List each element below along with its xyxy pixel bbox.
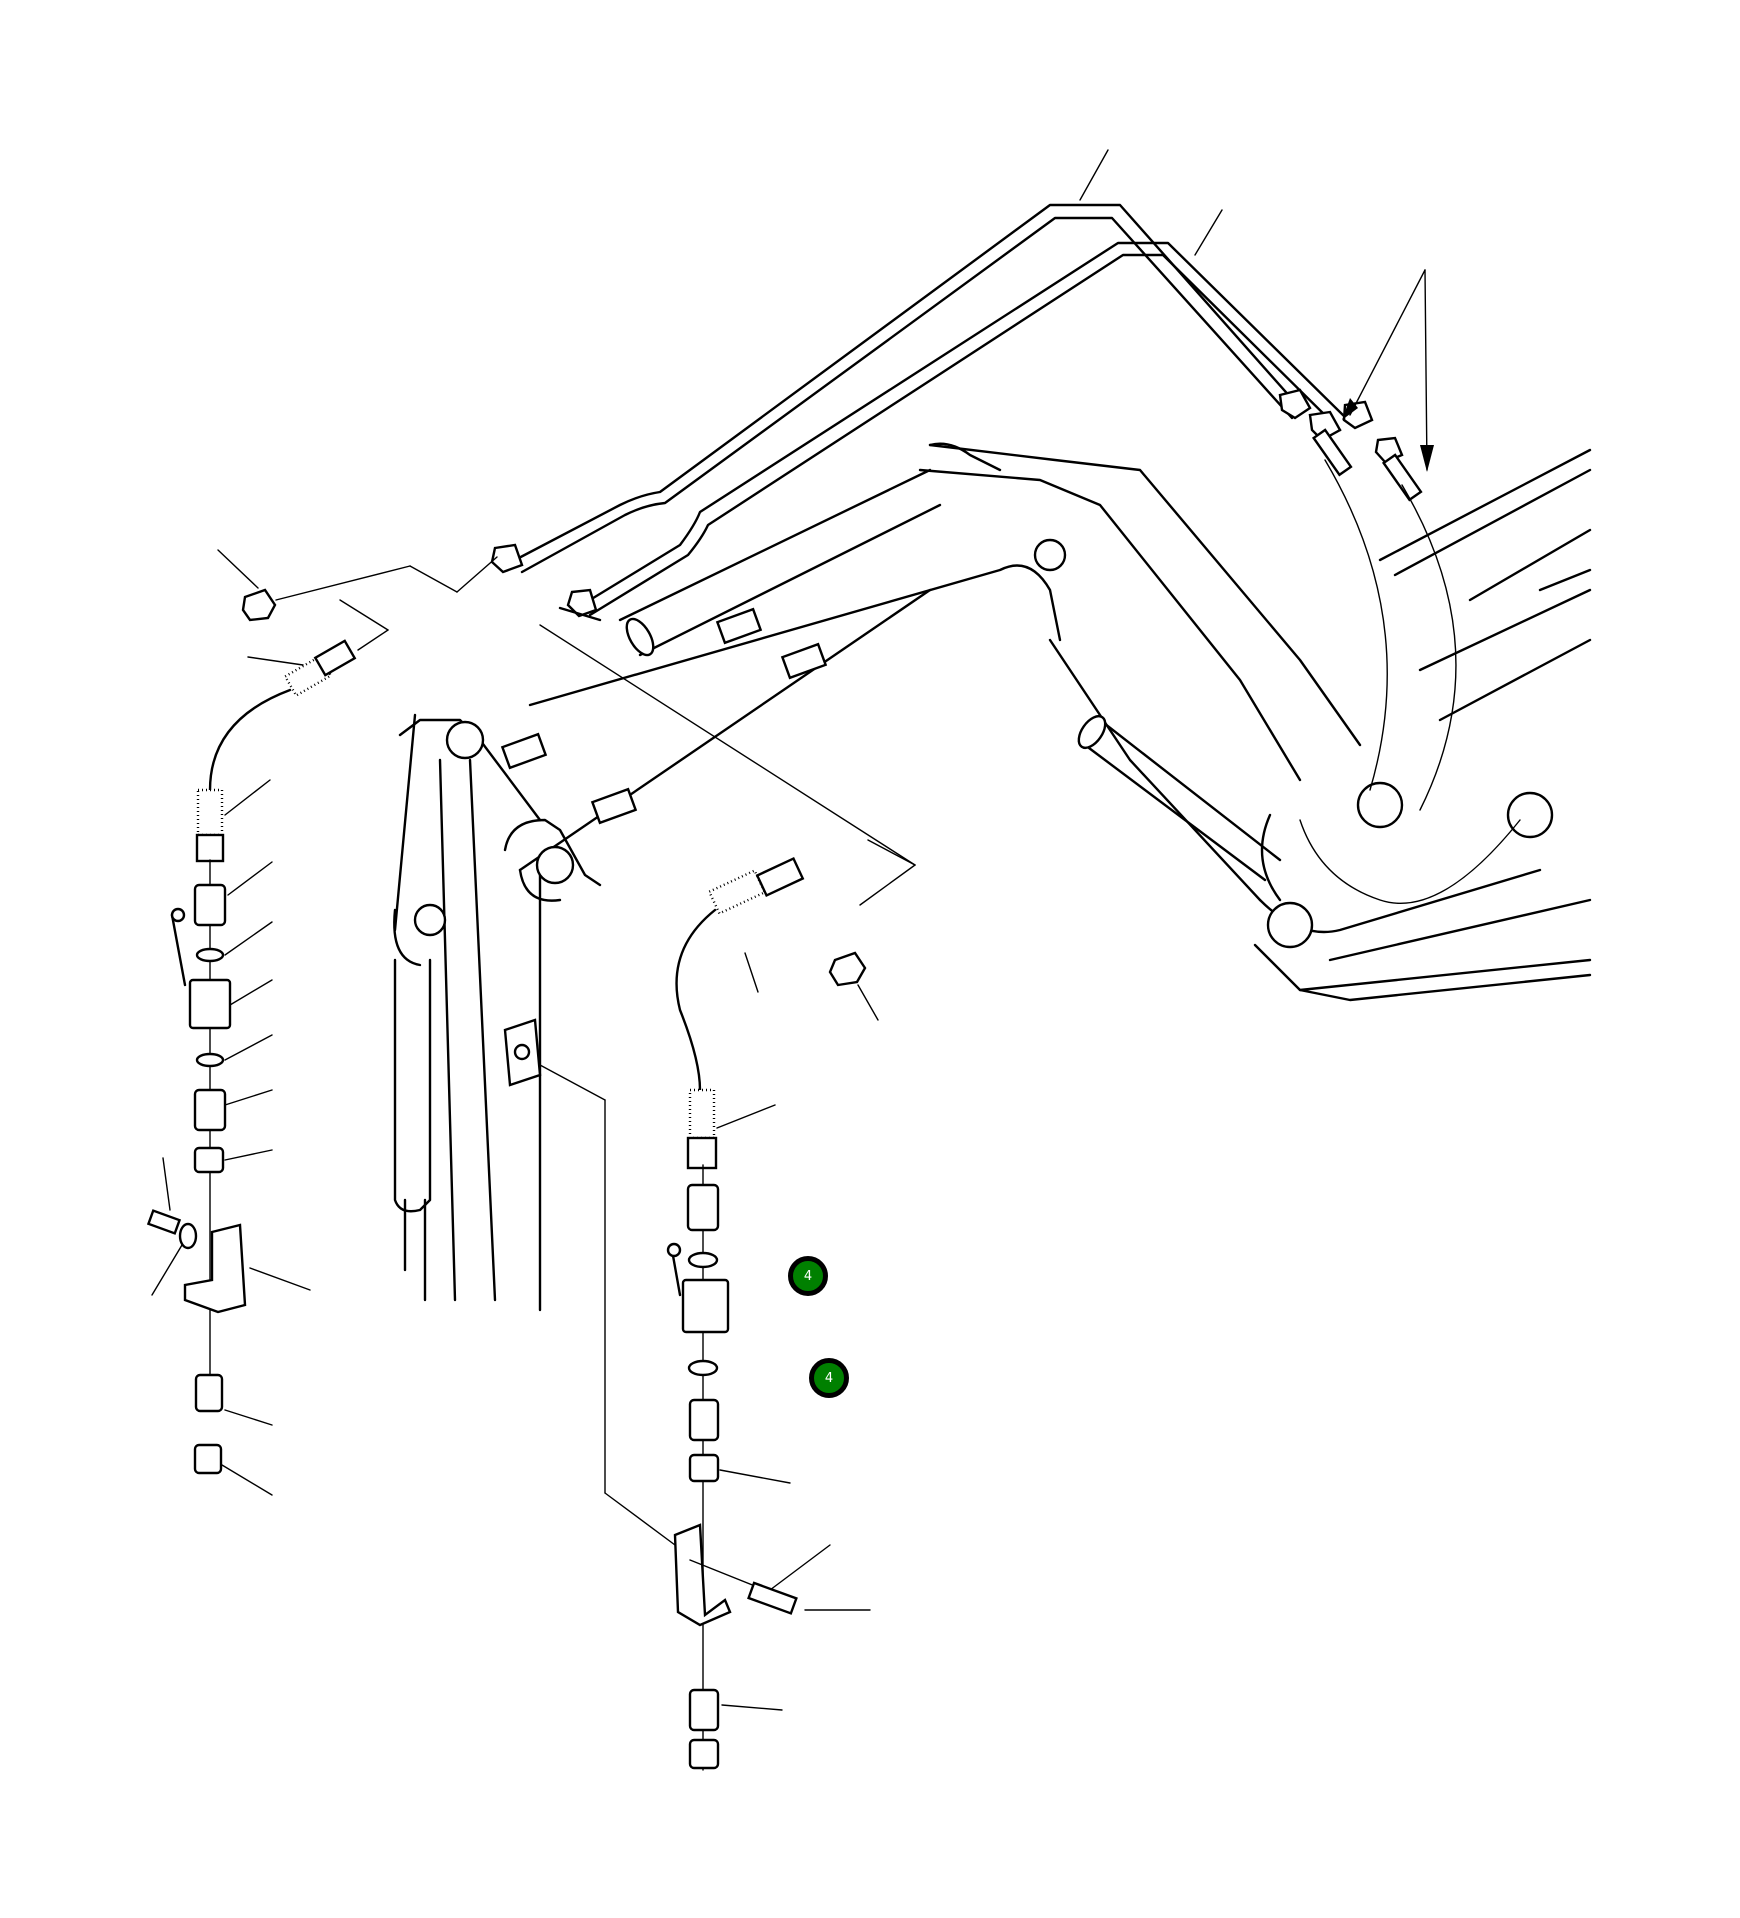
- callout-label: 4: [803, 1268, 813, 1284]
- arm-structure: [393, 713, 602, 1312]
- left-assembly: [146, 549, 498, 1496]
- pipe-clamps: [500, 607, 828, 825]
- boom-structure: [518, 442, 1592, 1002]
- hydraulic-pipe-lower: [566, 241, 1350, 618]
- boom-cylinders: [558, 468, 1282, 882]
- callout-marker-4a[interactable]: 4: [788, 1256, 828, 1296]
- center-assembly: [539, 624, 916, 1771]
- leader-lines-top: [1079, 149, 1434, 472]
- pipe-end-fittings: [1278, 388, 1423, 502]
- hydraulic-pipe-upper: [490, 203, 1302, 574]
- hose-routing: [1299, 459, 1521, 904]
- callout-marker-4b[interactable]: 4: [809, 1358, 849, 1398]
- callout-label: 4: [824, 1370, 834, 1386]
